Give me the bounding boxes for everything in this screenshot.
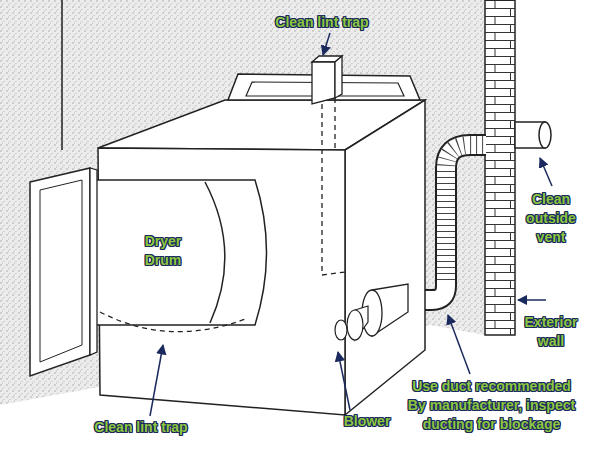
leader-arrow	[338, 352, 350, 410]
lint-trap-hidden	[334, 98, 335, 150]
lint-chute-side	[335, 56, 342, 98]
blower-motor	[347, 310, 363, 340]
vent-opening	[539, 122, 551, 148]
callout-label: Clean lint trap	[76, 418, 206, 437]
wall-corner	[61, 0, 63, 150]
callout-label: Clean outside vent	[516, 190, 586, 247]
leader-arrow	[540, 158, 552, 186]
drum-back	[205, 182, 225, 323]
door-edge	[90, 168, 97, 355]
callout-label: Blower	[327, 412, 407, 431]
lint-chute-front	[312, 62, 335, 104]
lint-trap-hidden	[322, 104, 345, 275]
leader-arrow	[150, 345, 163, 416]
door-inner	[40, 180, 82, 362]
dryer-door	[30, 168, 90, 376]
leader-arrow	[323, 33, 330, 55]
duct-corrugation	[446, 145, 484, 280]
callout-label: Exterior wall	[516, 313, 586, 351]
drum-opening	[95, 180, 267, 325]
brick-wall	[485, 0, 515, 335]
leader-arrow	[518, 299, 546, 301]
callout-label: Use duct recommended By manufacturer, in…	[404, 377, 579, 434]
callout-label: Clean lint trap	[257, 13, 387, 32]
blower-hub	[335, 320, 347, 340]
dryer-side	[345, 100, 425, 415]
callout-label: Dryer Drum	[133, 232, 193, 270]
leader-arrow	[448, 315, 470, 374]
lint-trap-hidden	[100, 312, 248, 332]
